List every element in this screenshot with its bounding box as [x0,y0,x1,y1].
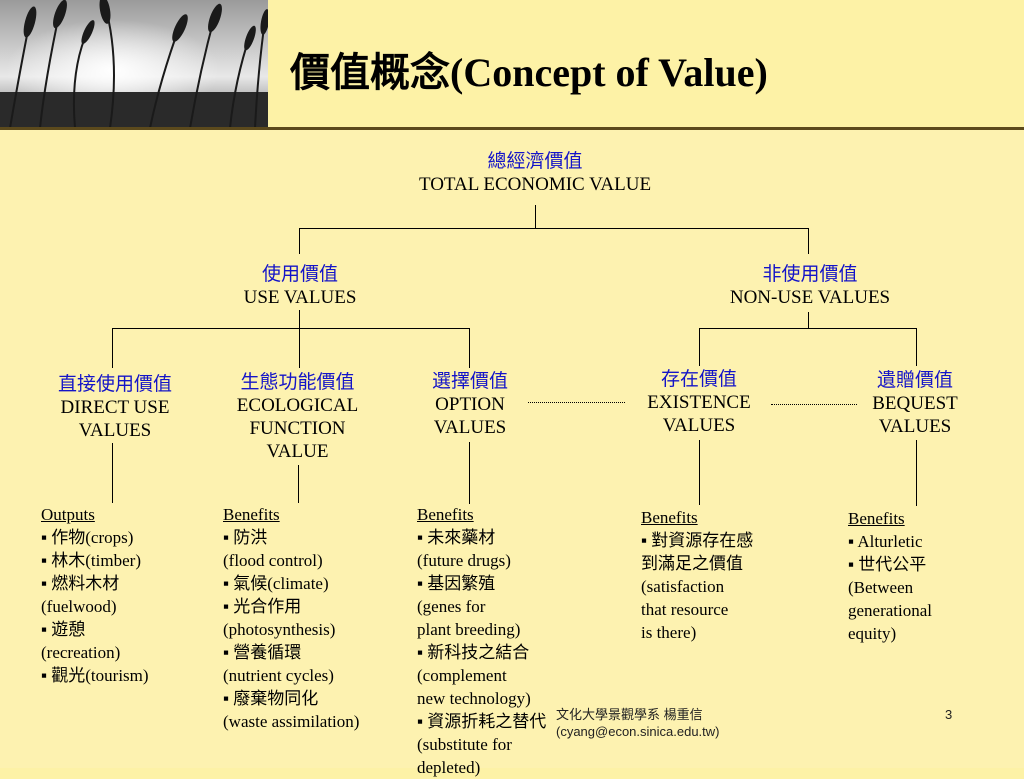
wheat-photo [0,0,268,128]
connector [699,328,700,366]
connector [808,228,809,254]
connector [299,228,300,254]
ecological-list: Benefits ▪ 防洪(flood control)▪ 氣候(climate… [223,505,360,731]
dotted-link [528,402,625,403]
dotted-link [771,404,857,405]
direct-use-list: Outputs ▪ 作物(crops)▪ 林木(timber)▪ 燃料木材(fu… [41,505,149,685]
connector [299,328,300,368]
connector [916,328,917,366]
footer-author: 文化大學景觀學系 楊重信(cyang@econ.sinica.edu.tw) [556,707,720,739]
title-divider [0,127,1024,130]
option-list: Benefits ▪ 未來藥材(future drugs)▪ 基因繁殖(gene… [417,505,547,777]
connector [112,328,469,329]
connector [469,328,470,368]
slide-title: 價值概念(Concept of Value) [290,50,768,95]
connector [699,440,700,505]
connector [298,465,299,503]
connector [299,228,809,229]
connector [299,310,300,328]
slide-body [0,130,1024,768]
connector [112,443,113,503]
connector [469,442,470,504]
title-bar [268,0,1024,128]
connector [916,440,917,506]
connector [699,328,916,329]
connector [535,205,536,228]
connector [808,312,809,328]
connector [112,328,113,368]
page-number: 3 [945,707,953,722]
